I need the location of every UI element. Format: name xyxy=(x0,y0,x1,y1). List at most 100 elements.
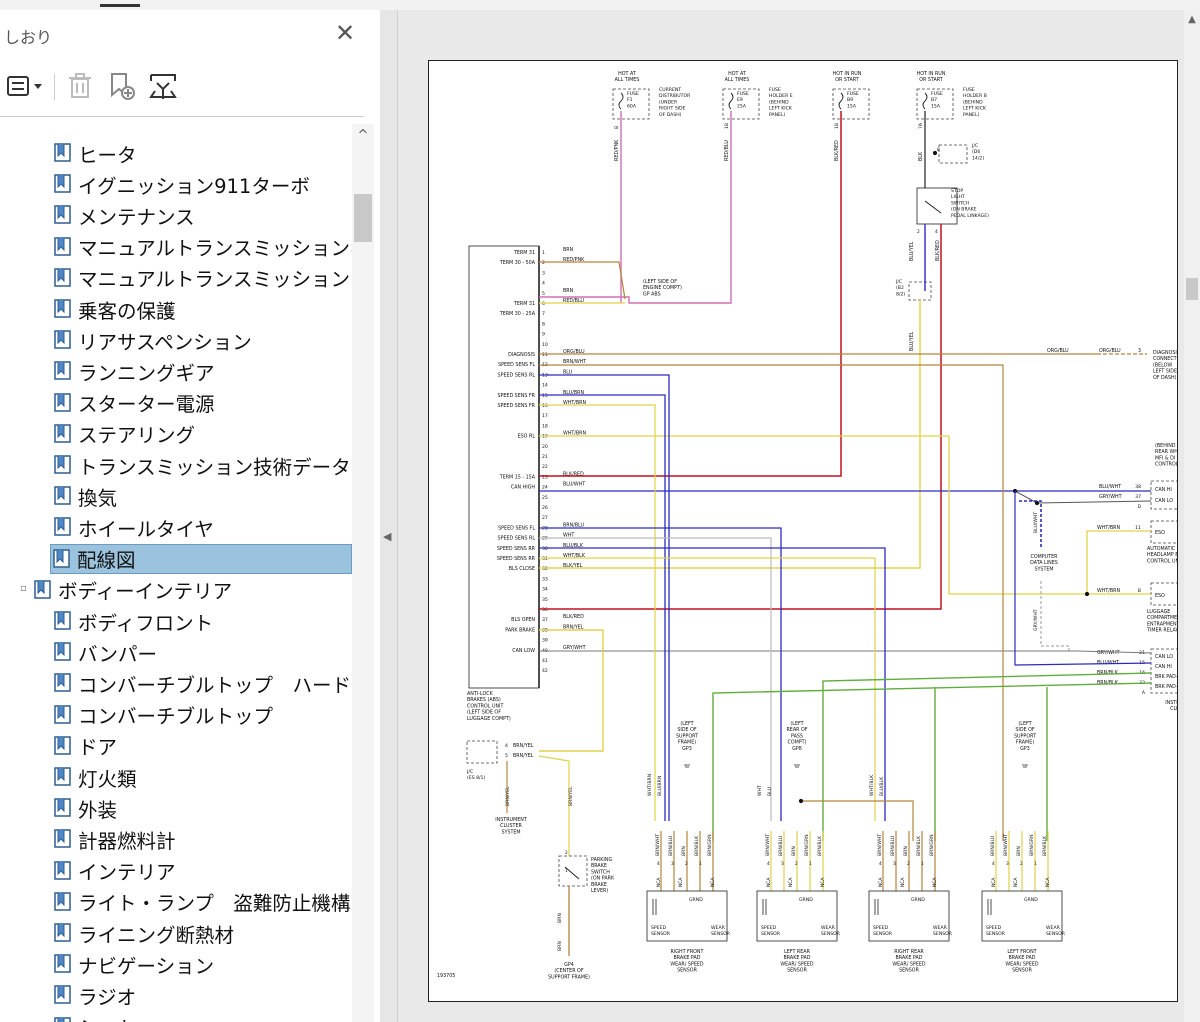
stop-pin: 8 xyxy=(937,147,940,153)
bookmark-item[interactable]: マニュアルトランスミッションギア xyxy=(52,232,352,262)
wire-wht-blk xyxy=(539,557,876,821)
bookmark-item[interactable]: ナビゲーション xyxy=(52,949,214,979)
fuse-box xyxy=(612,88,650,120)
bookmark-label: コンバーチブルトップ ハードトップ xyxy=(78,673,352,697)
fuse-pin: B xyxy=(614,126,620,129)
sensor-pin: 3 xyxy=(893,861,896,867)
wire-brn-yel xyxy=(539,629,604,752)
bookmark-item[interactable]: ホイールタイヤ xyxy=(52,512,214,542)
abs-pin-number: 17 xyxy=(542,413,548,419)
sensor-wire-label: BRN/BLU xyxy=(890,836,896,856)
sensor-wire-label: BRN xyxy=(791,846,797,856)
scroll-up-icon[interactable]: ^ xyxy=(357,128,369,143)
sensor-pin: 2 xyxy=(795,861,798,867)
bookmark-icon xyxy=(34,580,51,599)
bookmark-item[interactable]: 配線図 xyxy=(50,543,352,574)
nca-label: NCA xyxy=(820,878,826,887)
bookmark-icon xyxy=(54,361,71,381)
bookmark-item[interactable]: ステアリング xyxy=(52,419,195,449)
bookmark-item[interactable]: スターター電源 xyxy=(52,388,215,418)
sensor-pin: 1 xyxy=(921,861,924,867)
eso-label: ESO xyxy=(1155,530,1165,536)
bookmark-item[interactable]: 換気 xyxy=(52,481,117,511)
abs-pin-number: 18 xyxy=(542,423,548,429)
bookmark-label: ライト・ランプ 盗難防止機構 xyxy=(78,892,351,916)
bookmark-item[interactable]: マニュアルトランスミッション xyxy=(52,263,350,293)
bookmark-item[interactable]: ドア xyxy=(52,731,117,761)
bookmark-label: シート xyxy=(78,1012,137,1022)
sensor-pin: 4 xyxy=(767,861,770,867)
bookmark-item[interactable]: ライニング断熱材 xyxy=(52,918,234,948)
bookmark-label: リアサスペンション xyxy=(78,330,252,354)
bookmark-item[interactable]: インテリア xyxy=(52,856,176,886)
bookmark-item[interactable]: メンテナンス xyxy=(52,200,195,230)
splice-dot xyxy=(1084,591,1090,597)
doc-scroll-thumb[interactable] xyxy=(1186,278,1198,300)
abs-pin-number: 41 xyxy=(542,658,548,664)
bookmark-icon xyxy=(54,392,71,412)
bookmark-item[interactable]: 外装 xyxy=(52,793,117,823)
bookmark-item[interactable]: イグニッション911ターボ xyxy=(52,169,310,199)
bookmark-item[interactable]: 灯火類 xyxy=(52,762,137,792)
bookmark-item[interactable]: コンバーチブルトップ ハードトップ xyxy=(52,668,352,698)
find-bookmark-button[interactable] xyxy=(146,70,180,102)
grnd-label: GRND xyxy=(689,897,703,903)
doc-id: 193705 xyxy=(437,973,455,979)
wire-blk-red-stop xyxy=(539,224,942,610)
bookmark-item[interactable]: ライト・ランプ 盗難防止機構 xyxy=(52,887,350,917)
splice-dot xyxy=(932,150,938,156)
bookmark-item[interactable]: ボディーインテリア xyxy=(32,575,232,605)
doc-scroll-up-icon[interactable]: ▲ xyxy=(1188,14,1196,25)
options-menu-button[interactable] xyxy=(6,70,46,102)
bookmark-label: 灯火類 xyxy=(78,767,137,791)
bookmark-label: 乗客の保護 xyxy=(78,299,176,323)
abs-wire-label: WHT/BRN xyxy=(563,431,587,437)
bookmark-item[interactable]: バンパー xyxy=(52,637,157,667)
abs-pin-number: 6 xyxy=(542,301,545,307)
delete-bookmark-button[interactable] xyxy=(64,70,96,102)
fuse-wire-label: BLK/RED xyxy=(834,140,840,161)
bookmark-item[interactable]: 乗客の保護 xyxy=(52,294,176,324)
bookmark-item[interactable]: ボディフロント xyxy=(52,606,213,636)
bookmark-item[interactable]: シート xyxy=(52,1012,137,1022)
mfi-wire-label: GRY/WHT xyxy=(1099,494,1122,500)
sensor-box xyxy=(646,890,728,942)
bookmark-item[interactable]: ヒータ xyxy=(52,138,137,168)
sensor-wire-label: BRN/BLU xyxy=(778,836,784,856)
wire-blu-blk xyxy=(539,547,886,821)
expand-toggle-icon[interactable]: ▫ xyxy=(20,582,27,594)
close-icon[interactable]: ✕ xyxy=(334,19,356,47)
bookmark-icon xyxy=(54,205,71,225)
bookmark-icon xyxy=(54,704,71,724)
collapse-left-icon[interactable]: ◀ xyxy=(383,530,392,543)
bookmarks-panel: しおり ✕ xyxy=(0,10,381,1022)
bookmark-icon xyxy=(54,736,71,755)
bookmark-item[interactable]: トランスミッション技術データ xyxy=(52,450,351,480)
fuse-wire-label: BLK xyxy=(918,151,924,161)
eso-pin: 11 xyxy=(1135,525,1141,531)
new-bookmark-button[interactable] xyxy=(104,70,138,102)
abs-pin-label: SPEED SENS RL xyxy=(498,372,536,378)
bookmark-item[interactable]: リアサスペンション xyxy=(52,325,252,355)
document-scrollbar[interactable]: ▲ xyxy=(1184,10,1200,1022)
scroll-thumb[interactable] xyxy=(354,194,372,242)
bookmark-item[interactable]: 計器燃料計 xyxy=(52,824,176,854)
nca-label: NCA xyxy=(1045,878,1051,887)
panel-splitter[interactable]: ◀ xyxy=(380,10,398,1022)
bookmark-label: ボディフロント xyxy=(78,611,214,635)
bookmark-item[interactable]: ランニングギア xyxy=(52,356,215,386)
bookmark-item[interactable]: ラジオ xyxy=(52,980,136,1010)
bookmark-item[interactable]: コンバーチブルトップ xyxy=(52,700,273,730)
abs-wire-label: BRN xyxy=(563,288,574,294)
bookmarks-scrollbar[interactable]: ^ xyxy=(352,124,374,1022)
